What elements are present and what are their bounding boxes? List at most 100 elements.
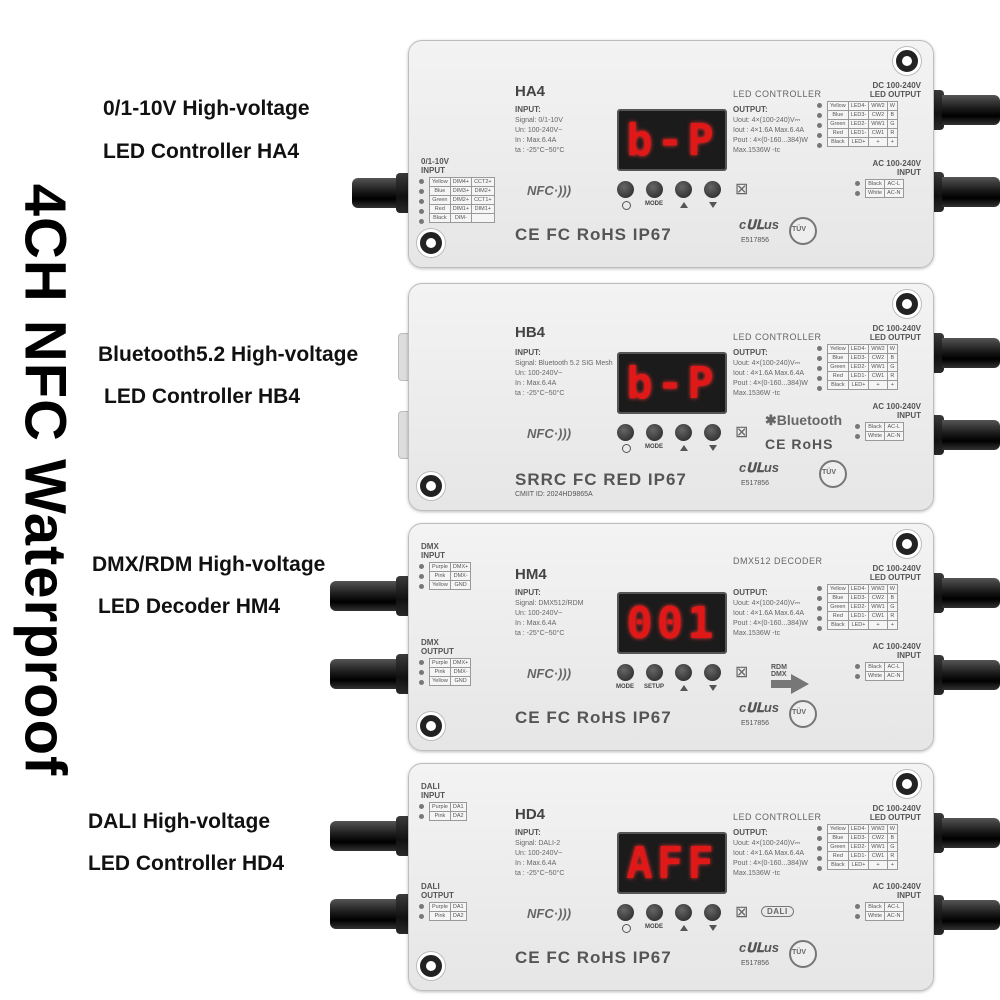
pin-cell: W	[886, 824, 898, 834]
pin-cell: Pink	[429, 911, 451, 921]
mount-hole-bottom-left	[417, 472, 445, 500]
pin-dot	[419, 680, 424, 685]
model-name: HM4	[515, 566, 547, 583]
pin-cell: R	[886, 371, 898, 381]
pin-dot	[817, 376, 822, 381]
left-cable-bottom	[330, 659, 402, 689]
pin-cell: WW1	[868, 362, 888, 372]
pin-dot	[855, 424, 860, 429]
control-button-1[interactable]	[617, 904, 634, 921]
pin-cell: LED+	[847, 620, 870, 630]
pin-cell: AC-L	[884, 422, 904, 432]
control-button-4[interactable]	[704, 664, 721, 681]
pin-cell: Yellow	[827, 344, 849, 354]
led-display: b-P	[617, 109, 727, 171]
product-label-line1: 0/1-10V High-voltage	[103, 97, 310, 120]
pin-cell: AC-N	[884, 671, 904, 681]
output-title: OUTPUT:	[733, 588, 768, 597]
pin-cell: Black	[429, 213, 451, 223]
control-button-3[interactable]	[675, 904, 692, 921]
left-cable	[352, 178, 402, 208]
pin-cell: W	[886, 101, 898, 111]
pin-dot	[817, 143, 822, 148]
pin-cell: White	[864, 188, 886, 198]
pin-cell: Black	[864, 422, 886, 432]
pin-cell: DIM2+	[471, 186, 495, 196]
pin-cell: Black	[827, 620, 849, 630]
control-button-3[interactable]	[675, 181, 692, 198]
pin-cell: Red	[827, 611, 849, 621]
power-icon	[622, 201, 631, 210]
pin-cell: White	[864, 671, 886, 681]
down-arrow-icon	[709, 445, 717, 451]
pin-cell: AC-N	[884, 188, 904, 198]
product-label-line1: Bluetooth5.2 High-voltage	[98, 343, 359, 366]
pin-cell: DIM4+	[449, 177, 473, 187]
pin-cell: DMX+	[449, 658, 472, 668]
controller-type: LED CONTROLLER	[733, 89, 822, 99]
pin-cell: LED2-	[847, 362, 870, 372]
pin-cell: CW1	[868, 128, 888, 138]
controller-type: DMX512 DECODER	[733, 556, 823, 566]
weee-icon: ⊠	[735, 904, 749, 921]
pin-cell: Green	[429, 195, 451, 205]
cert-logos: CE FC RoHS IP67	[515, 708, 672, 727]
pin-cell: Purple	[429, 802, 451, 812]
pin-cell: LED4-	[847, 101, 870, 111]
control-button-4[interactable]	[704, 181, 721, 198]
title-text: 4CH NFC Waterproof	[12, 183, 78, 777]
pin-cell: G	[886, 602, 898, 612]
weee-icon: ⊠	[735, 664, 749, 681]
pin-dot	[817, 586, 822, 591]
output-spec: OUTPUT:Uout: 4×(100-240)V⎓Iout : 4×1.6A …	[733, 828, 808, 877]
pin-cell: LED3-	[847, 833, 870, 843]
ul-file-number: E517856	[741, 237, 770, 244]
control-button-2[interactable]	[646, 424, 663, 441]
control-button-1[interactable]	[617, 664, 634, 681]
pin-cell: DIM3+	[449, 186, 473, 196]
pin-dot	[817, 123, 822, 128]
pin-cell: LED1-	[847, 371, 870, 381]
control-button-4[interactable]	[704, 904, 721, 921]
pin-cell: CW2	[868, 593, 888, 603]
pin-cell: AC-L	[884, 179, 904, 189]
pin-dot	[817, 103, 822, 108]
pin-cell: AC-L	[884, 662, 904, 672]
control-button-2[interactable]	[646, 664, 663, 681]
control-button-3[interactable]	[675, 424, 692, 441]
pin-dot	[855, 191, 860, 196]
control-button-1[interactable]	[617, 181, 634, 198]
control-button-3[interactable]	[675, 664, 692, 681]
control-button-1[interactable]	[617, 424, 634, 441]
control-button-4[interactable]	[704, 424, 721, 441]
button-label: SETUP	[643, 684, 664, 690]
pin-dot	[419, 564, 424, 569]
pin-cell: WW2	[868, 824, 888, 834]
power-icon	[622, 924, 631, 933]
control-button-2[interactable]	[646, 904, 663, 921]
pin-cell: White	[864, 431, 886, 441]
pin-cell: Blue	[827, 593, 849, 603]
down-arrow-icon	[709, 925, 717, 931]
pin-dot	[817, 606, 822, 611]
control-button-2[interactable]	[646, 181, 663, 198]
pin-cell: Purple	[429, 562, 451, 572]
